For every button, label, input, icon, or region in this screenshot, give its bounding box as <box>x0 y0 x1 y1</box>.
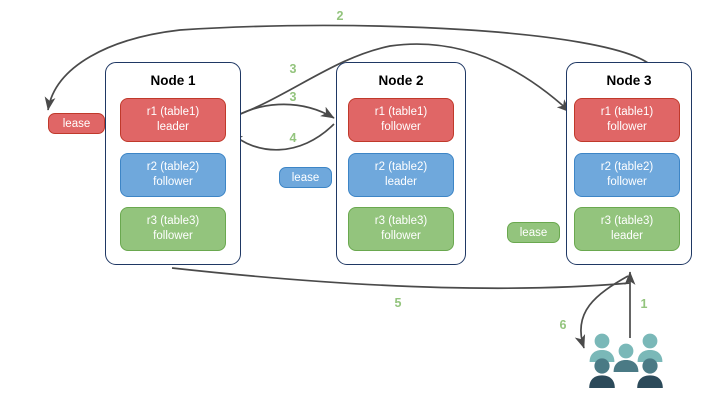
node-title-2: Node 2 <box>378 73 424 88</box>
person-back-left <box>589 333 615 362</box>
replica-label-line1: r1 (table1) <box>146 106 200 118</box>
replica-n1-r1[interactable]: r1 (table1) leader <box>120 98 226 142</box>
person-back-center <box>613 343 639 372</box>
person-front-right <box>637 358 663 388</box>
replica-label-line1: r2 (table2) <box>374 161 428 173</box>
replica-n1-r3[interactable]: r3 (table3) follower <box>120 207 226 251</box>
replica-n2-r2[interactable]: r2 (table2) leader <box>348 153 454 197</box>
lease-label: lease <box>291 171 320 184</box>
replica-label-line1: r1 (table1) <box>600 106 654 118</box>
person-front-left <box>589 358 615 388</box>
node-title-1: Node 1 <box>150 73 196 88</box>
edge-step-5 <box>171 267 631 290</box>
step-label-3-upper: 3 <box>289 62 297 76</box>
replica-label-line2: leader <box>157 121 189 133</box>
replica-n2-r3[interactable]: r3 (table3) follower <box>348 207 454 251</box>
replica-label-line2: follower <box>381 230 421 242</box>
replica-label-line2: follower <box>607 121 647 133</box>
lease-badge-green[interactable]: lease <box>507 222 560 243</box>
replica-label-line2: leader <box>611 230 643 242</box>
replica-n2-r1[interactable]: r1 (table1) follower <box>348 98 454 142</box>
step-label-1: 1 <box>640 297 648 311</box>
replica-n3-r3[interactable]: r3 (table3) leader <box>574 207 680 251</box>
step-label-2: 2 <box>336 9 344 23</box>
lease-badge-red[interactable]: lease <box>48 113 105 134</box>
step-label-6: 6 <box>559 318 567 332</box>
people-group-icon <box>589 333 663 388</box>
step-label-3-lower: 3 <box>289 90 297 104</box>
replica-n1-r2[interactable]: r2 (table2) follower <box>120 153 226 197</box>
replica-label-line2: follower <box>607 176 647 188</box>
replica-label-line2: follower <box>381 121 421 133</box>
replica-n3-r1[interactable]: r1 (table1) follower <box>574 98 680 142</box>
replica-label-line1: r2 (table2) <box>146 161 200 173</box>
replica-label-line1: r3 (table3) <box>600 215 654 227</box>
replica-label-line2: leader <box>385 176 417 188</box>
replica-n3-r2[interactable]: r2 (table2) follower <box>574 153 680 197</box>
replica-label-line1: r3 (table3) <box>374 215 428 227</box>
edge-step-4 <box>229 123 335 151</box>
step-label-5: 5 <box>394 296 402 310</box>
replica-label-line1: r1 (table1) <box>374 106 428 118</box>
replica-label-line1: r2 (table2) <box>600 161 654 173</box>
lease-badge-blue[interactable]: lease <box>279 167 332 188</box>
step-label-4: 4 <box>289 131 297 145</box>
replica-label-line2: follower <box>153 230 193 242</box>
replica-label-line2: follower <box>153 176 193 188</box>
node-title-3: Node 3 <box>606 73 652 88</box>
person-back-right <box>637 333 663 362</box>
lease-label: lease <box>519 226 548 239</box>
lease-label: lease <box>62 117 91 130</box>
replica-label-line1: r3 (table3) <box>146 215 200 227</box>
